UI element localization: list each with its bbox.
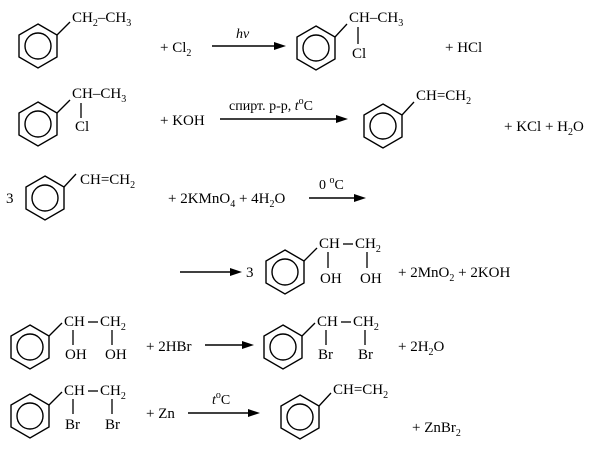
benzene-ring	[263, 324, 303, 370]
bromine-label: Br	[358, 347, 373, 363]
hydroxyl-label: OH	[360, 271, 382, 287]
dibromo-chain: CH	[317, 314, 338, 330]
reaction-4: CH CH2 OH OH + 2HBr CH CH2 Br Br + 2H2O	[10, 314, 445, 370]
benzene-ring	[296, 25, 336, 71]
dibromo-chain-ch2: CH2	[100, 383, 126, 402]
hydroxyl-label: OH	[105, 347, 127, 363]
benzene-ring	[18, 23, 58, 69]
benzene-ring	[363, 103, 403, 149]
benzene-ring	[10, 324, 50, 370]
arrow-condition-heat: toC	[212, 390, 230, 408]
reaction-arrow	[205, 341, 254, 349]
vinyl-group: CH=CH2	[80, 172, 135, 191]
diol-chain-ch2: CH2	[100, 314, 126, 333]
coefficient: 3	[246, 265, 254, 281]
bromine-label: Br	[105, 417, 120, 433]
ring-bond	[48, 391, 63, 406]
ring-bond	[56, 99, 71, 114]
ring-bond	[401, 101, 415, 116]
chloroethyl-group: CH–CH3	[349, 10, 403, 29]
diol-chain-ch2: CH2	[355, 236, 381, 255]
ring-bond	[56, 21, 71, 36]
hydroxyl-label: OH	[65, 347, 87, 363]
ring-bond	[303, 247, 318, 262]
ring-bond	[48, 322, 63, 337]
reaction-arrow	[212, 42, 286, 50]
hydroxyl-label: OH	[320, 271, 342, 287]
dibromo-chain: CH	[64, 383, 85, 399]
continuation-arrow	[180, 268, 242, 276]
bromine-label: Br	[318, 347, 333, 363]
ring-bond	[334, 23, 348, 38]
dibromo-chain-ch2: CH2	[353, 314, 379, 333]
byproducts-mno2-koh: + 2MnO2 + 2KOH	[398, 265, 511, 284]
byproduct-zinc-bromide: + ZnBr2	[412, 420, 461, 439]
reaction-arrow	[220, 115, 348, 123]
reagent-hbr: + 2HBr	[146, 339, 192, 355]
reaction-arrow	[309, 194, 366, 202]
chlorine-label: Cl	[75, 119, 89, 135]
vinyl-group: CH=CH2	[416, 88, 471, 107]
vinyl-group: CH=CH2	[333, 382, 388, 401]
ring-bond	[63, 173, 77, 188]
benzene-ring	[25, 175, 65, 221]
arrow-condition-light: hv	[236, 27, 250, 42]
reaction-arrow	[188, 409, 260, 417]
benzene-ring	[280, 394, 320, 440]
diol-chain: CH	[64, 314, 85, 330]
reagent-chlorine: + Cl2	[160, 40, 191, 59]
arrow-condition-alcohol-heat: спирт. р-р, toC	[229, 96, 313, 114]
ring-bond	[318, 392, 332, 407]
reaction-3: 3 CH=CH2 + 2KMnO4 + 4H2O 0 oC 3 CH CH2	[6, 172, 511, 295]
ethyl-group: CH2–CH3	[72, 10, 131, 29]
ring-bond	[301, 322, 316, 337]
byproduct-water: + 2H2O	[398, 339, 445, 358]
reagent-permanganate-water: + 2KMnO4 + 4H2O	[168, 191, 286, 210]
benzene-ring	[265, 249, 305, 295]
benzene-ring	[18, 101, 58, 147]
coefficient: 3	[6, 191, 14, 207]
byproducts-kcl-water: + KCl + H2O	[504, 119, 584, 138]
byproduct-hcl: + HCl	[445, 40, 482, 56]
diol-chain: CH	[319, 236, 340, 252]
benzene-ring	[10, 393, 50, 439]
arrow-condition-zero-degrees: 0 oC	[319, 175, 344, 193]
chloroethyl-group: CH–CH3	[72, 86, 126, 105]
reagent-koh: + KOH	[160, 113, 205, 129]
reaction-5: CH CH2 Br Br + Zn toC CH=CH2 + ZnBr2	[10, 382, 461, 440]
bromine-label: Br	[65, 417, 80, 433]
reaction-2: CH–CH3 Cl + KOH спирт. р-р, toC CH=CH2 +…	[18, 86, 584, 149]
chlorine-label: Cl	[352, 46, 366, 62]
reaction-1: CH2–CH3 + Cl2 hv CH–CH3 Cl + HCl	[18, 10, 482, 71]
reagent-zinc: + Zn	[146, 406, 175, 422]
